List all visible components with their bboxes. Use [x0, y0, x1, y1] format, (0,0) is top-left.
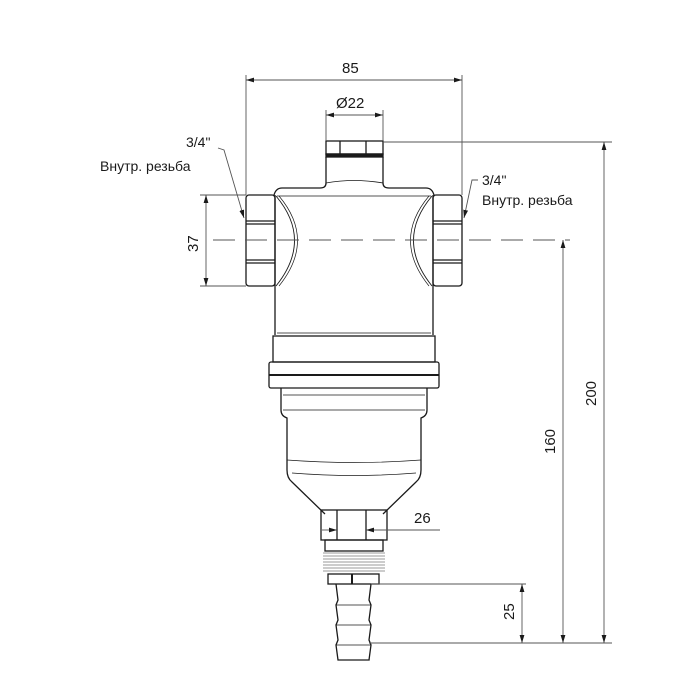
dim-overall-height: 200 — [583, 380, 600, 406]
right-port-description: Внутр. резьба — [482, 192, 573, 208]
dim-bottom-nut-width: 26 — [414, 510, 431, 527]
dim-hose-barb-length: 25 — [501, 603, 518, 620]
dim-port-axis-height: 160 — [542, 428, 559, 454]
filter-body — [245, 140, 463, 661]
left-port-description: Внутр. резьба — [100, 158, 191, 174]
dim-overall-width: 85 — [342, 60, 359, 77]
dim-top-diameter: Ø22 — [336, 95, 365, 112]
dim-port-height: 37 — [185, 235, 202, 252]
left-port-size: 3/4" — [186, 134, 211, 150]
dimension-lines — [200, 75, 612, 661]
right-port-size: 3/4" — [482, 172, 507, 188]
